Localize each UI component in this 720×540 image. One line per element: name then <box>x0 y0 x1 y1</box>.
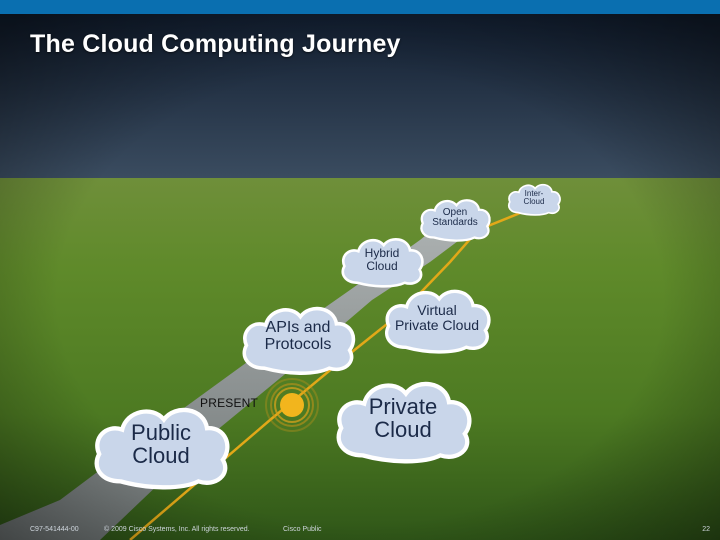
cloud-icon <box>420 199 491 242</box>
cloud-icon <box>336 381 472 464</box>
cloud-icon <box>384 289 491 354</box>
private-cloud-label: Private Cloud <box>368 393 438 442</box>
hybrid-cloud-label: Hybrid Cloud <box>364 246 400 273</box>
cloud-icon <box>507 183 561 216</box>
top-accent-bar <box>0 0 720 14</box>
cloud-hybrid: Hybrid Cloud <box>337 232 427 288</box>
cloud-icon <box>242 306 356 375</box>
footer-page-number: 22 <box>702 526 710 533</box>
cloud-private: Private Cloud <box>330 372 476 464</box>
cloud-icon <box>94 407 230 490</box>
cloud-apis-protocols: APIs and Protocols <box>238 298 358 376</box>
cloud-icon <box>341 238 424 288</box>
inter-cloud-label: Inter- Cloud <box>523 188 545 206</box>
footer-classification: Cisco Public <box>283 526 322 533</box>
cloud-virtual-private: Virtual Private Cloud <box>376 282 498 354</box>
cloud-inter-cloud: Inter- Cloud <box>505 180 563 216</box>
present-marker-icon <box>265 378 319 432</box>
slide-title: The Cloud Computing Journey <box>30 30 401 58</box>
apis-protocols-label: APIs and Protocols <box>264 319 332 353</box>
virtual-private-cloud-label: Virtual Private Cloud <box>394 302 480 333</box>
present-label: PRESENT <box>200 396 259 410</box>
cloud-public: Public Cloud <box>86 398 236 490</box>
cloud-open-standards: Open Standards <box>415 194 495 242</box>
public-cloud-label: Public Cloud <box>131 419 191 468</box>
footer-doc-id: C97-541444-00 <box>30 526 79 533</box>
footer-copyright: © 2009 Cisco Systems, Inc. All rights re… <box>104 526 250 533</box>
open-standards-label: Open Standards <box>432 206 478 228</box>
